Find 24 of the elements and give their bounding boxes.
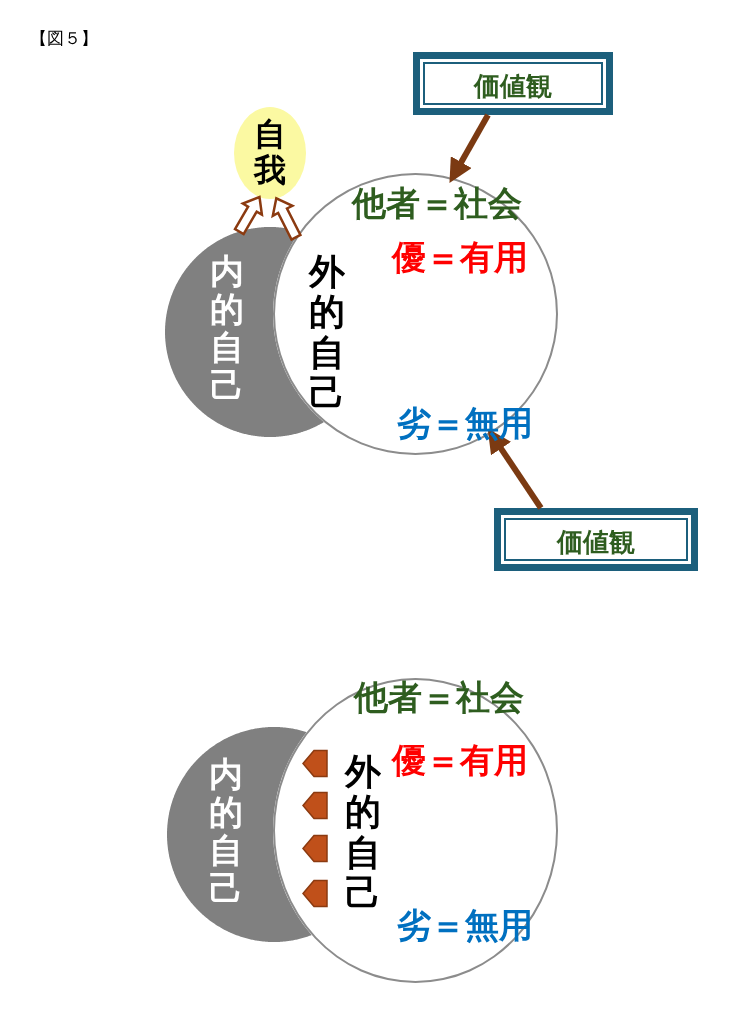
label-text: 価値観 [472, 73, 553, 99]
label-text: 自我 [253, 117, 287, 189]
label-text: 価値観 [555, 529, 636, 555]
label-text: 優＝有用 [392, 743, 528, 777]
label-text: 外的自己 [308, 252, 346, 414]
label-text: 優＝有用 [392, 240, 528, 274]
block-arrow [233, 195, 264, 236]
label-text: 劣＝無用 [397, 908, 533, 942]
figure-label: 【図５】 [30, 30, 98, 47]
crescent [167, 727, 312, 942]
label-box [494, 508, 698, 571]
pentagon-arrow [302, 791, 328, 820]
label-text: 内的自己 [208, 755, 244, 908]
block-arrow [271, 196, 303, 242]
label-box [413, 52, 613, 115]
label-text: 外的自己 [344, 752, 382, 914]
pentagon-arrow [302, 749, 328, 778]
label-text: 他者＝社会 [352, 186, 522, 220]
label-text: 内的自己 [209, 252, 245, 405]
arrow [449, 113, 491, 183]
pentagon-arrow [302, 879, 328, 908]
label-text: 他者＝社会 [354, 680, 524, 714]
label-text: 劣＝無用 [397, 406, 533, 440]
pentagon-arrow [302, 834, 328, 863]
